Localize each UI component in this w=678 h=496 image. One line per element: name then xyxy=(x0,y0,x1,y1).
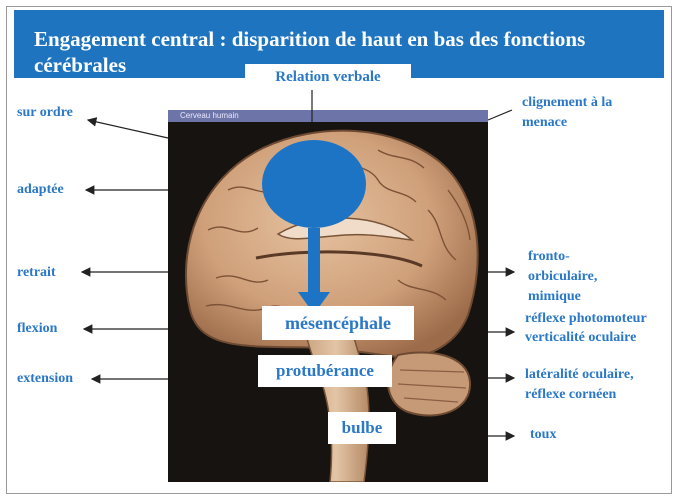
label-lateralite: latéralité oculaire, xyxy=(525,366,634,383)
label-clignement-1: clignement à la xyxy=(522,94,612,111)
label-clignement-2: menace xyxy=(522,114,567,131)
label-fronto-2: orbiculaire, xyxy=(528,268,597,285)
label-relation-verbale: Relation verbale xyxy=(245,64,411,90)
arrow-sur-ordre xyxy=(88,120,168,138)
label-reflexe-corneen: réflexe cornéen xyxy=(525,386,616,403)
level-mesencephale: mésencéphale xyxy=(262,306,414,340)
level-protuberance: protubérance xyxy=(258,355,392,387)
level-oval xyxy=(262,140,366,228)
label-fronto-3: mimique xyxy=(528,288,581,305)
label-toux: toux xyxy=(530,426,556,443)
label-flexion: flexion xyxy=(17,320,57,337)
label-retrait: retrait xyxy=(17,264,56,281)
label-sur-ordre: sur ordre xyxy=(17,104,73,121)
descending-arrow-shaft xyxy=(308,228,320,294)
label-fronto-1: fronto- xyxy=(528,248,570,265)
label-extension: extension xyxy=(17,370,73,387)
level-bulbe: bulbe xyxy=(328,412,396,444)
label-adaptee: adaptée xyxy=(17,181,64,198)
line-clignement xyxy=(488,110,512,120)
label-photomoteur: réflexe photomoteur xyxy=(525,310,669,327)
label-verticalite: verticalité oculaire xyxy=(525,329,669,346)
